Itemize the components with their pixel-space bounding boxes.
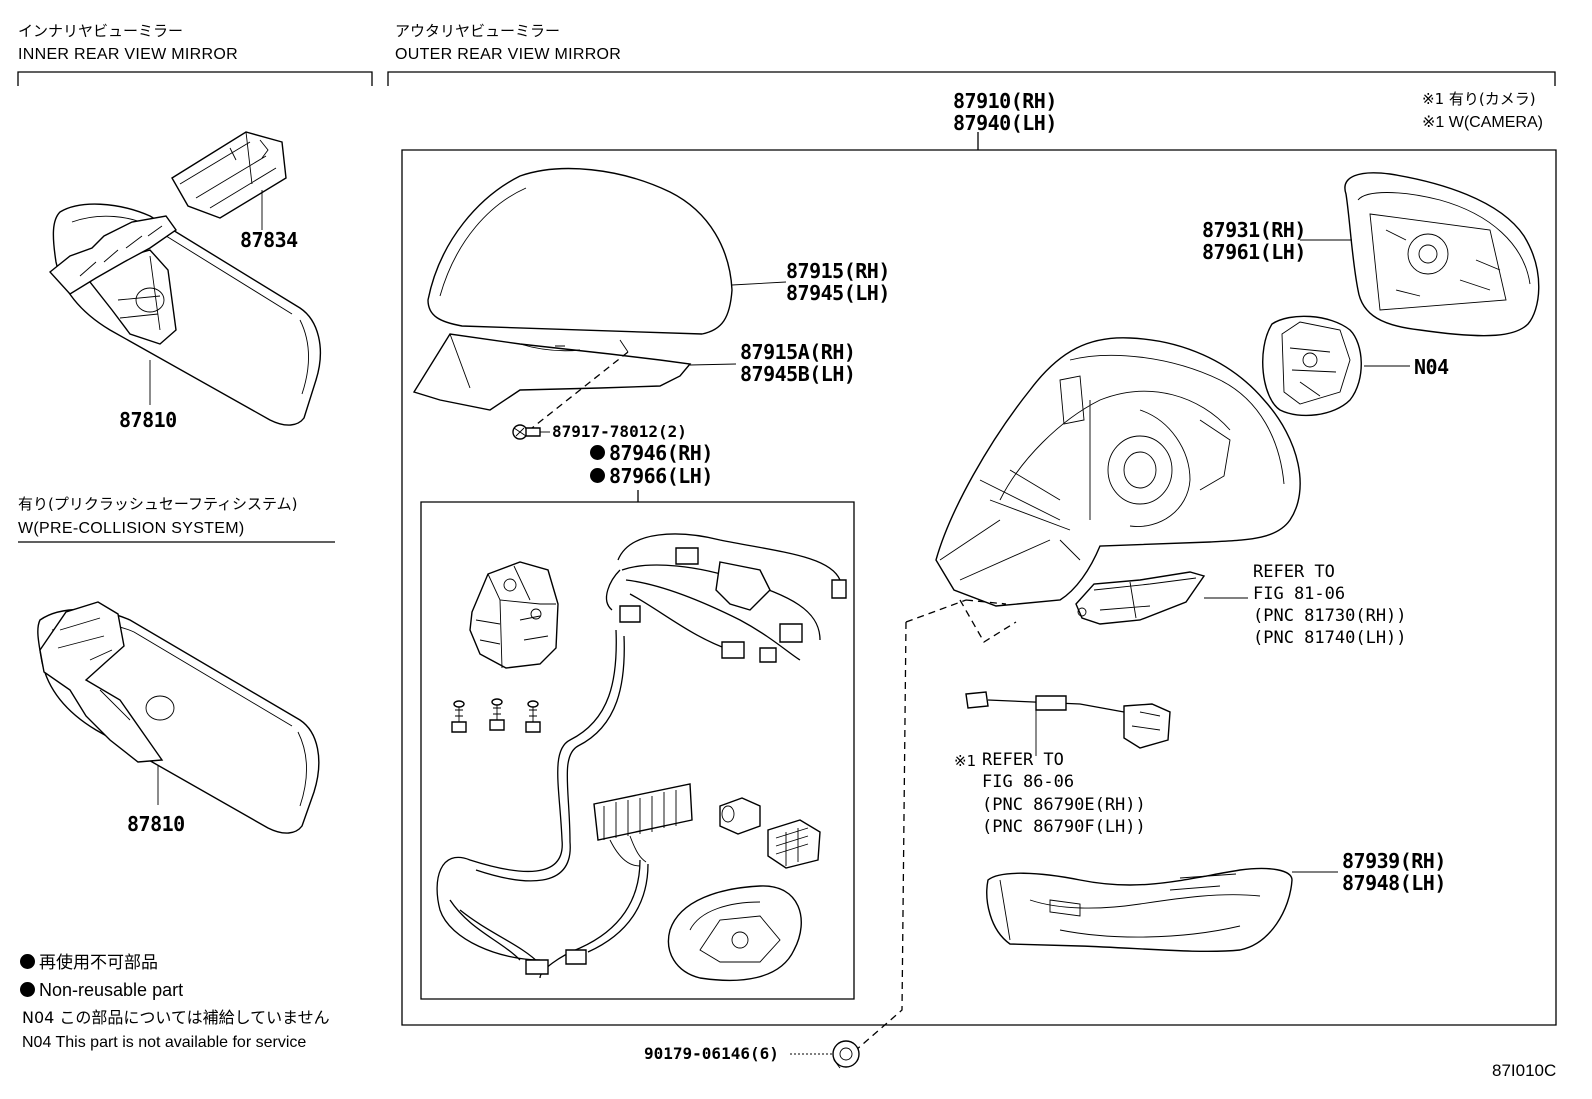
small-connector [720,798,760,834]
legend-n04-jp: N04 この部品については補給していません [22,1008,330,1027]
ref2-line1: REFER TO [982,750,1064,770]
legend-non-reusable-en: Non-reusable part [20,981,183,999]
screw-87917 [513,425,540,439]
part-87917[interactable]: 87917-78012(2) [552,422,687,441]
inner-mirror-87810-pcs [38,602,319,833]
legend-l1-text: 再使用不可部品 [39,953,158,973]
ref1-line1: REFER TO [1253,562,1335,582]
part-87810-top[interactable]: 87810 [119,408,177,432]
part-87961[interactable]: 87961(LH) [1202,240,1306,264]
part-n04[interactable]: N04 [1414,355,1449,379]
camera-module [966,692,1170,748]
ref1-line4: (PNC 81740(LH)) [1253,628,1407,648]
bolts-3 [452,699,540,732]
base-guide-lines [906,600,1016,642]
bolt-guide-line [856,622,906,1050]
turn-signal-lamp [1076,572,1204,624]
inner-mirror-title-en: INNER REAR VIEW MIRROR [18,46,238,63]
legend-l2-text: Non-reusable part [39,980,184,1000]
legend-non-reusable-jp: 再使用不可部品 [20,953,158,973]
part-87945b[interactable]: 87945B(LH) [740,362,856,386]
motor-n04 [1263,316,1362,415]
screw-guide-line [532,352,628,428]
part-87910[interactable]: 87910(RH) [953,89,1057,113]
part-87946[interactable]: 87946(RH) [590,443,713,463]
connector-pins [594,784,692,866]
camera-note-jp: ※1 有り(カメラ) [1422,90,1536,108]
part-87810-pcs[interactable]: 87810 [127,812,185,836]
non-reusable-dot-icon [590,445,605,460]
outer-mirror-title-jp: アウタリヤビューミラー [395,22,561,40]
part-87915a[interactable]: 87915A(RH) [740,340,856,364]
outer-assembly-frame [402,150,1556,1025]
part-87939[interactable]: 87939(RH) [1342,849,1446,873]
part-87915[interactable]: 87915(RH) [786,259,890,283]
part-87966-label: 87966(LH) [609,464,713,488]
ref2-camera-mark: ※1 [954,752,977,770]
part-87945[interactable]: 87945(LH) [786,281,890,305]
non-reusable-dot-icon [20,981,35,997]
part-90179[interactable]: 90179-06146(6) [644,1044,779,1063]
inner-mirror-bracket [18,72,372,86]
inner-mirror-87810-top [50,204,320,425]
pcs-title-jp: 有り(プリクラッシュセーフティシステム) [18,495,298,513]
legend-n04-en: N04 This part is not available for servi… [22,1034,307,1051]
harness-wire [437,534,846,978]
ref2-line4: (PNC 86790F(LH)) [982,817,1146,837]
part-87948[interactable]: 87948(LH) [1342,871,1446,895]
mirror-back-plate [668,886,801,980]
part-87940[interactable]: 87940(LH) [953,111,1057,135]
non-reusable-dot-icon [20,953,35,969]
part-87834[interactable]: 87834 [240,228,298,252]
actuator-motor [470,562,558,668]
non-reusable-dot-icon [590,468,605,483]
ref1-line3: (PNC 81730(RH)) [1253,606,1407,626]
ref2-line3: (PNC 86790E(RH)) [982,795,1146,815]
part-87931[interactable]: 87931(RH) [1202,218,1306,242]
inner-mirror-title-jp: インナリヤビューミラー [18,22,184,40]
ref2-line2[interactable]: FIG 86-06 [982,772,1075,792]
leader-87915a [690,364,736,365]
part-87966[interactable]: 87966(LH) [590,466,713,486]
camera-note-en: ※1 W(CAMERA) [1422,114,1543,131]
mirror-cover-87915 [428,169,732,334]
pcs-title-en: W(PRE-COLLISION SYSTEM) [18,520,245,537]
mirror-garnish-87915a [414,334,690,410]
bolt-90179 [833,1041,859,1068]
leader-87915 [732,282,786,285]
outer-mirror-title-en: OUTER REAR VIEW MIRROR [395,46,622,63]
housing-cover-87939 [987,868,1292,951]
mirror-base-assembly [936,338,1300,606]
terminal-block [768,820,820,868]
ref1-line2[interactable]: FIG 81-06 [1253,584,1346,604]
figure-code: 87I010C [1492,1061,1557,1080]
mirror-glass-87931 [1345,173,1539,336]
outer-mirror-bracket [388,72,1555,86]
part-87946-label: 87946(RH) [609,441,713,465]
mirror-cover-87834 [172,132,286,218]
